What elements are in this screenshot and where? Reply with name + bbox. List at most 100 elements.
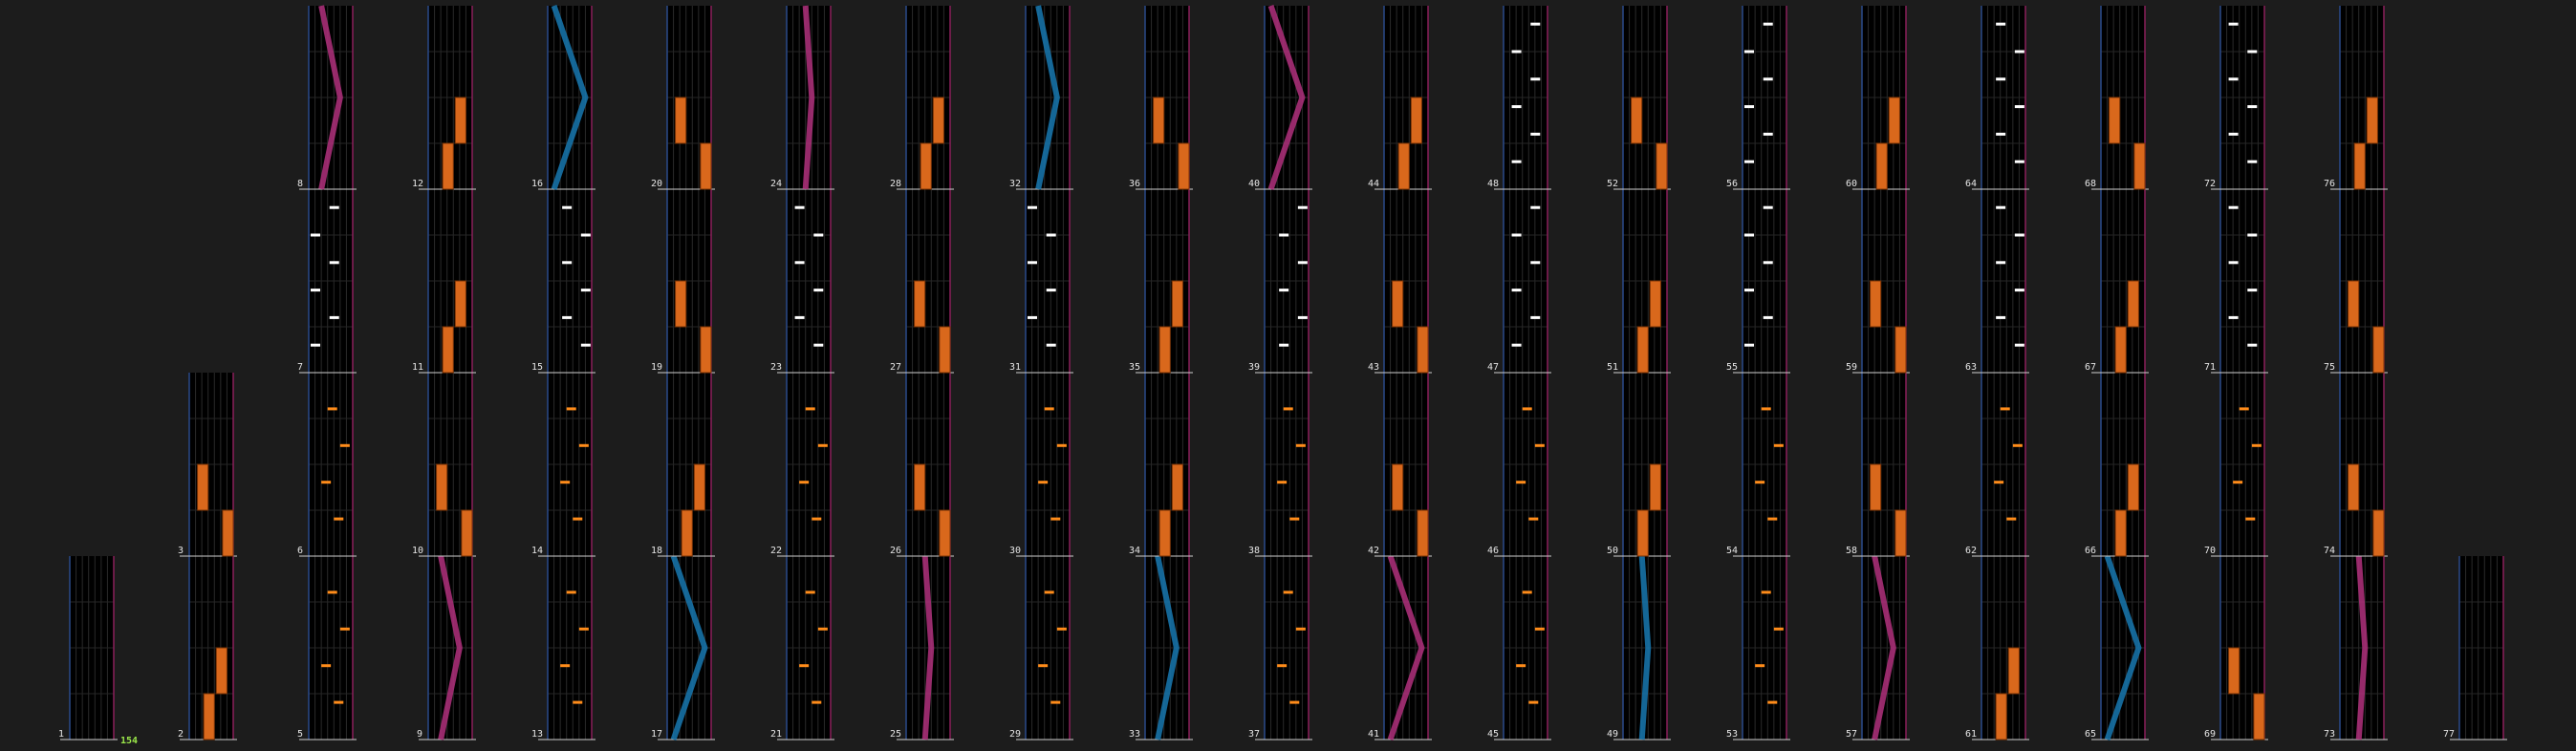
tap-note: [562, 205, 573, 209]
slide-path: [318, 5, 343, 190]
flick-note: [799, 664, 810, 668]
flick-note: [1534, 443, 1545, 447]
slide-path: [2104, 555, 2142, 740]
hold-note: [1158, 326, 1171, 374]
slide-path: [802, 5, 815, 190]
flick-note: [817, 443, 828, 447]
measure-number: 37: [1248, 729, 1261, 740]
measure-number: 67: [2085, 362, 2097, 373]
measure-number: 21: [770, 729, 783, 740]
hold-note: [939, 326, 951, 374]
hold-note: [1870, 463, 1882, 511]
hold-note: [1417, 509, 1429, 557]
hold-note: [1171, 280, 1183, 328]
measure-number: 28: [890, 179, 902, 189]
measure-number: 40: [1248, 179, 1261, 189]
measure-number: 2: [178, 729, 184, 740]
flick-note: [1295, 443, 1306, 447]
tap-note: [813, 233, 824, 237]
slide-path: [1872, 555, 1896, 740]
flick-note: [1534, 627, 1545, 631]
tap-note: [2247, 160, 2258, 163]
flick-note: [566, 407, 576, 411]
measure-number: 1: [58, 729, 65, 740]
tap-note: [1279, 343, 1289, 347]
tap-note: [1511, 50, 1522, 54]
tap-note: [311, 343, 320, 347]
flick-note: [2239, 407, 2249, 411]
tap-note: [580, 233, 591, 237]
measure-number: 77: [2443, 729, 2456, 740]
tap-note: [1744, 233, 1754, 237]
tap-note: [794, 315, 805, 319]
flick-note: [1767, 700, 1778, 704]
hold-note: [2127, 463, 2139, 511]
tap-note: [1763, 261, 1773, 265]
slide-path: [1155, 555, 1180, 740]
hold-note: [1649, 280, 1661, 328]
measure-number: 19: [651, 362, 663, 373]
flick-note: [1056, 627, 1067, 631]
tap-note: [2228, 261, 2239, 265]
hold-note: [222, 509, 234, 557]
hold-note: [1392, 463, 1404, 511]
flick-note: [560, 481, 571, 484]
flick-note: [578, 627, 589, 631]
flick-note: [327, 590, 337, 594]
tap-note: [2228, 205, 2239, 209]
tap-note: [2014, 233, 2024, 237]
measure-number: 76: [2324, 179, 2336, 189]
flick-note: [334, 517, 344, 521]
flick-note: [321, 481, 332, 484]
flick-note: [339, 627, 350, 631]
measure-number: 41: [1368, 729, 1380, 740]
tap-note: [2247, 105, 2258, 109]
measure-number: 15: [531, 362, 544, 373]
hold-note: [2133, 142, 2146, 190]
flick-note: [2006, 517, 2017, 521]
measure-number: 34: [1129, 546, 1141, 556]
hold-note: [1158, 509, 1171, 557]
slide-path: [921, 555, 935, 740]
measure-number: 47: [1487, 362, 1500, 373]
hold-note: [1636, 326, 1649, 374]
measure-number: 65: [2085, 729, 2097, 740]
hold-note: [454, 280, 466, 328]
measure-number: 51: [1607, 362, 1619, 373]
flick-note: [1277, 481, 1288, 484]
tap-note: [1744, 50, 1754, 54]
flick-note: [2245, 517, 2256, 521]
tap-note: [1297, 261, 1308, 265]
measure-number: 39: [1248, 362, 1261, 373]
hold-note: [675, 97, 687, 144]
measure-number: 58: [1846, 546, 1858, 556]
measure-number: 3: [178, 546, 184, 556]
measure-number: 42: [1368, 546, 1380, 556]
measure-number: 5: [297, 729, 304, 740]
measure-number: 27: [890, 362, 902, 373]
hold-note: [2348, 463, 2360, 511]
measure-number: 30: [1009, 546, 1022, 556]
flick-note: [1528, 517, 1539, 521]
measure-number: 43: [1368, 362, 1380, 373]
tap-note: [1744, 160, 1754, 163]
hold-note: [920, 142, 932, 190]
measure-number: 73: [2324, 729, 2336, 740]
hold-note: [436, 463, 448, 511]
tap-note: [2228, 22, 2239, 26]
measure-number: 48: [1487, 179, 1500, 189]
measure-number: 64: [1965, 179, 1978, 189]
hold-note: [1656, 142, 1668, 190]
measure-number: 53: [1726, 729, 1739, 740]
measure-number: 12: [412, 179, 424, 189]
flick-note: [1289, 517, 1300, 521]
hold-note: [2127, 280, 2139, 328]
flick-note: [573, 517, 583, 521]
flick-note: [1044, 407, 1054, 411]
flick-note: [339, 443, 350, 447]
measure-number: 63: [1965, 362, 1978, 373]
hold-note: [461, 509, 473, 557]
hold-note: [1417, 326, 1429, 374]
measure-number: 62: [1965, 546, 1978, 556]
